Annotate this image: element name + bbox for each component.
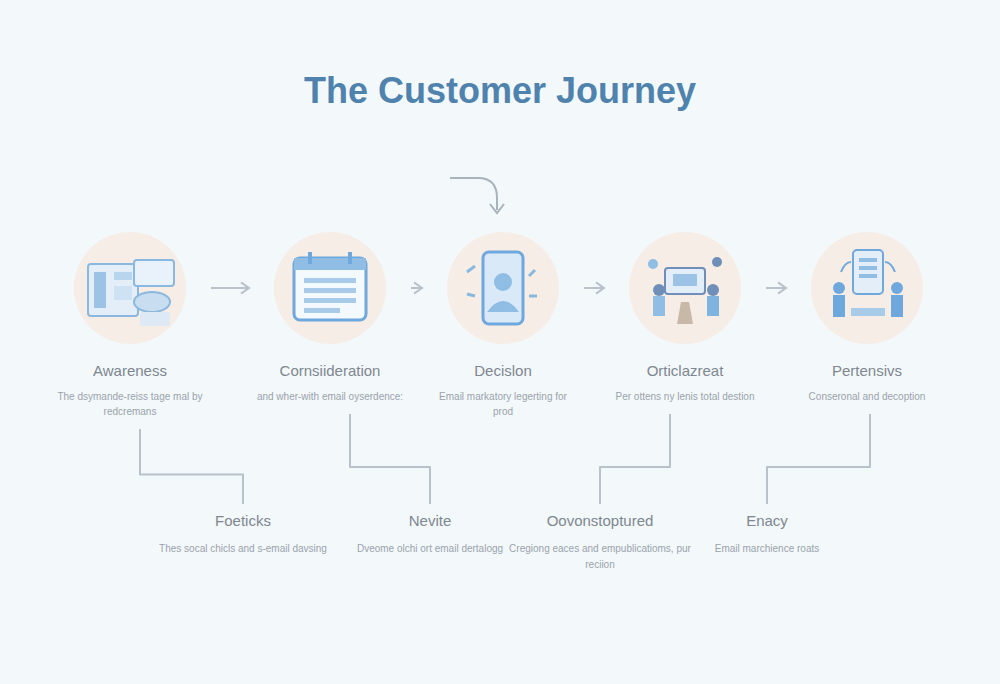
icon-illustration [74, 232, 186, 344]
node-heading: Pertensivs [792, 362, 942, 379]
connector-line [766, 287, 786, 289]
arrow-head [778, 282, 786, 293]
touchpoint-node: EnacyEmail marchience roats [682, 512, 852, 557]
connector [350, 414, 430, 504]
icon-illustration [447, 232, 559, 344]
stage-icon [629, 232, 741, 344]
connector-line [584, 287, 604, 289]
stage-node: OrticlazreatPer ottens ny lenis total de… [610, 232, 760, 404]
icon-illustration [811, 232, 923, 344]
connector [140, 429, 243, 504]
connector [211, 282, 249, 293]
node-heading: Cornsiideration [255, 362, 405, 379]
node-description: Cregiong eaces and empublicatioms, pur r… [505, 541, 695, 573]
arrow-head [241, 282, 249, 293]
stage-icon [811, 232, 923, 344]
node-description: Email marchience roats [682, 541, 852, 557]
node-heading: Orticlazreat [610, 362, 760, 379]
connector [411, 282, 422, 293]
touchpoint-node: NeviteDveome olchi ort email dertalogg [345, 512, 515, 557]
arrow-head [596, 282, 604, 293]
connector-line [211, 287, 249, 289]
node-heading: Nevite [345, 512, 515, 529]
node-heading: Enacy [682, 512, 852, 529]
node-heading: Oovonstoptured [505, 512, 695, 529]
icon-illustration [629, 232, 741, 344]
node-description: and wher-with email oyserdence: [255, 389, 405, 404]
title: The Customer Journey [0, 70, 1000, 112]
node-heading: Decislon [428, 362, 578, 379]
stage-icon [447, 232, 559, 344]
node-description: Thes socal chicls and s-email davsing [153, 541, 333, 557]
node-heading: Awareness [55, 362, 205, 379]
node-description: The dsymande-reiss tage mal by redcreman… [55, 389, 205, 419]
stage-icon [74, 232, 186, 344]
stage-node: Cornsiideration and wher-with email oyser… [255, 232, 405, 404]
stage-node: PertensivsConseronal and decoption [792, 232, 942, 404]
node-description: Conseronal and decoption [792, 389, 942, 404]
stage-node: AwarenessThe dsymande-reiss tage mal by … [55, 232, 205, 419]
connector-line [600, 414, 670, 504]
node-description: Email markatory legerting for prod [428, 389, 578, 419]
connector [766, 282, 786, 293]
connector-line [140, 429, 243, 504]
stage-node: DecislonEmail markatory legerting for pr… [428, 232, 578, 419]
touchpoint-node: OovonstopturedCregiong eaces and empubli… [505, 512, 695, 573]
arrow-head [414, 282, 422, 293]
connector-line [767, 414, 870, 504]
arrow-head [490, 204, 504, 213]
connector [584, 282, 604, 293]
node-heading: Foeticks [153, 512, 333, 529]
node-description: Dveome olchi ort email dertalogg [345, 541, 515, 557]
connector-line [350, 414, 430, 504]
connector [600, 414, 670, 504]
icon-illustration [274, 232, 386, 344]
touchpoint-node: FoeticksThes socal chicls and s-email da… [153, 512, 333, 557]
stage-icon [274, 232, 386, 344]
node-description: Per ottens ny lenis total destion [610, 389, 760, 404]
connector [767, 414, 870, 504]
